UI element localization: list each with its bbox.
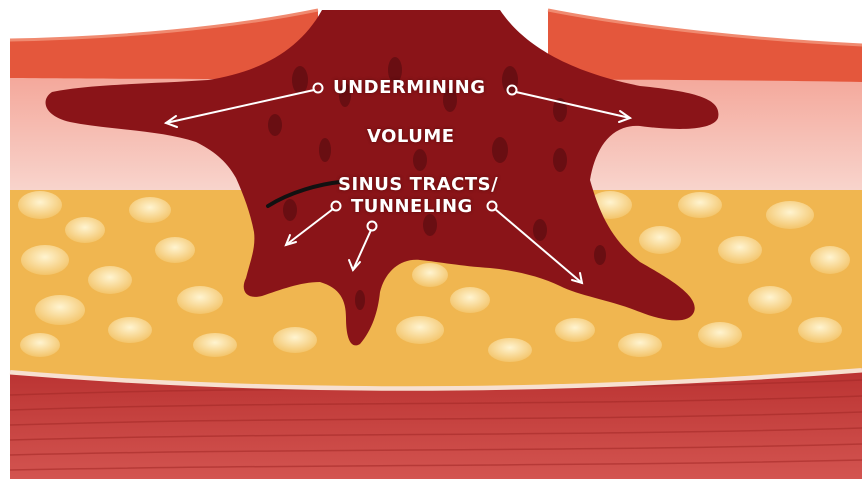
volume-label: VOLUME bbox=[367, 126, 455, 147]
sinus-tracts-label: SINUS TRACTS/ bbox=[338, 174, 498, 195]
undermining-label: UNDERMINING bbox=[333, 77, 486, 98]
tunneling-label: TUNNELING bbox=[351, 196, 473, 217]
